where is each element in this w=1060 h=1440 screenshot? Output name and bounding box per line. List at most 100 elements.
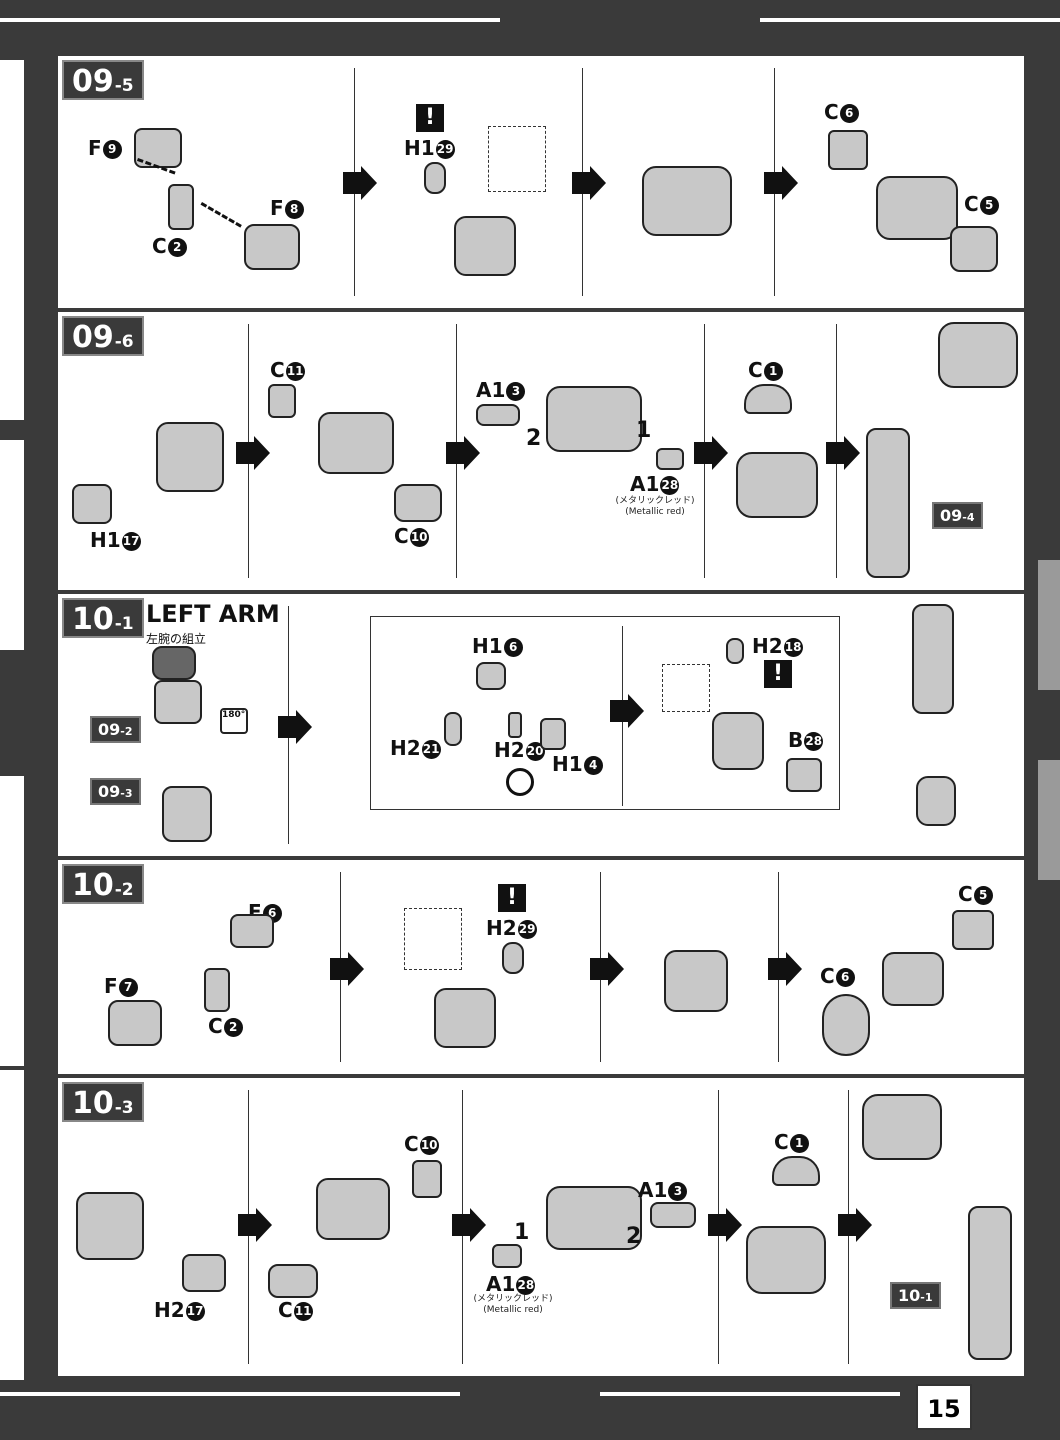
rotation-label: 180° (222, 710, 246, 720)
part-shape (492, 1244, 522, 1268)
next-arrow-icon (343, 166, 377, 200)
part-shape (134, 128, 182, 168)
part-shape (540, 718, 566, 750)
left-page-edge (0, 60, 24, 420)
step-label: 09-6 (62, 316, 144, 356)
section-subtitle: 左腕の組立 (146, 632, 207, 646)
part-shape (182, 1254, 226, 1292)
bottom-frame-stripe-right (600, 1392, 900, 1396)
part-shape (912, 604, 954, 714)
part-shape (746, 1226, 826, 1294)
part-shape (220, 708, 248, 734)
left-page-edge (0, 1070, 24, 1380)
detail-inset (404, 908, 462, 970)
part-shape (916, 776, 956, 826)
next-arrow-icon (764, 166, 798, 200)
step-label: 09-5 (62, 60, 144, 100)
page-number: 15 (916, 1384, 972, 1430)
part-shape (508, 712, 522, 738)
part-shape (318, 412, 394, 474)
part-shape (152, 646, 196, 680)
part-shape (72, 484, 112, 524)
part-shape (424, 162, 446, 194)
reference-tag: 09-3 (90, 778, 141, 805)
order-marker: 1 (636, 418, 652, 443)
warning-icon: ! (498, 884, 526, 912)
next-arrow-icon (572, 166, 606, 200)
color-note: (メタリックレッド)(Metallic red) (473, 1294, 553, 1315)
part-shape (502, 942, 524, 974)
next-arrow-icon (446, 436, 480, 470)
part-shape (664, 950, 728, 1012)
part-shape (726, 638, 744, 664)
next-arrow-icon (838, 1208, 872, 1242)
right-edge-tab (1038, 760, 1060, 880)
part-shape (476, 404, 520, 426)
reference-tag: 09-2 (90, 716, 141, 743)
part-shape (204, 968, 230, 1012)
part-shape (882, 952, 944, 1006)
part-shape (876, 176, 958, 240)
part-shape (394, 484, 442, 522)
part-shape (712, 712, 764, 770)
part-shape (828, 130, 868, 170)
part-shape (454, 216, 516, 276)
part-shape (938, 322, 1018, 388)
part-shape (744, 384, 792, 414)
next-arrow-icon (330, 952, 364, 986)
step-label: 10-3 (62, 1082, 144, 1122)
next-arrow-icon (610, 694, 644, 728)
part-shape (412, 1160, 442, 1198)
part-shape (244, 224, 300, 270)
top-frame-stripe (0, 18, 500, 22)
reference-tag: 09-4 (932, 502, 983, 529)
warning-icon: ! (416, 104, 444, 132)
part-shape (476, 662, 506, 690)
part-shape (950, 226, 998, 272)
step-label: 10-2 (62, 864, 144, 904)
no-cut-icon (506, 768, 534, 796)
part-shape (952, 910, 994, 950)
part-shape (444, 712, 462, 746)
step-label: 10-1 (62, 598, 144, 638)
next-arrow-icon (708, 1208, 742, 1242)
part-shape (968, 1206, 1012, 1360)
left-page-edge (0, 776, 24, 1066)
warning-icon: ! (764, 660, 792, 688)
assembly-guide (200, 202, 242, 228)
part-shape (434, 988, 496, 1048)
right-edge-tab (1038, 560, 1060, 690)
next-arrow-icon (826, 436, 860, 470)
part-shape (786, 758, 822, 792)
part-shape (650, 1202, 696, 1228)
detail-inset (662, 664, 710, 712)
part-shape (316, 1178, 390, 1240)
part-shape (230, 914, 274, 948)
part-shape (656, 448, 684, 470)
part-shape (76, 1192, 144, 1260)
bottom-frame-stripe (0, 1392, 460, 1396)
part-shape (642, 166, 732, 236)
